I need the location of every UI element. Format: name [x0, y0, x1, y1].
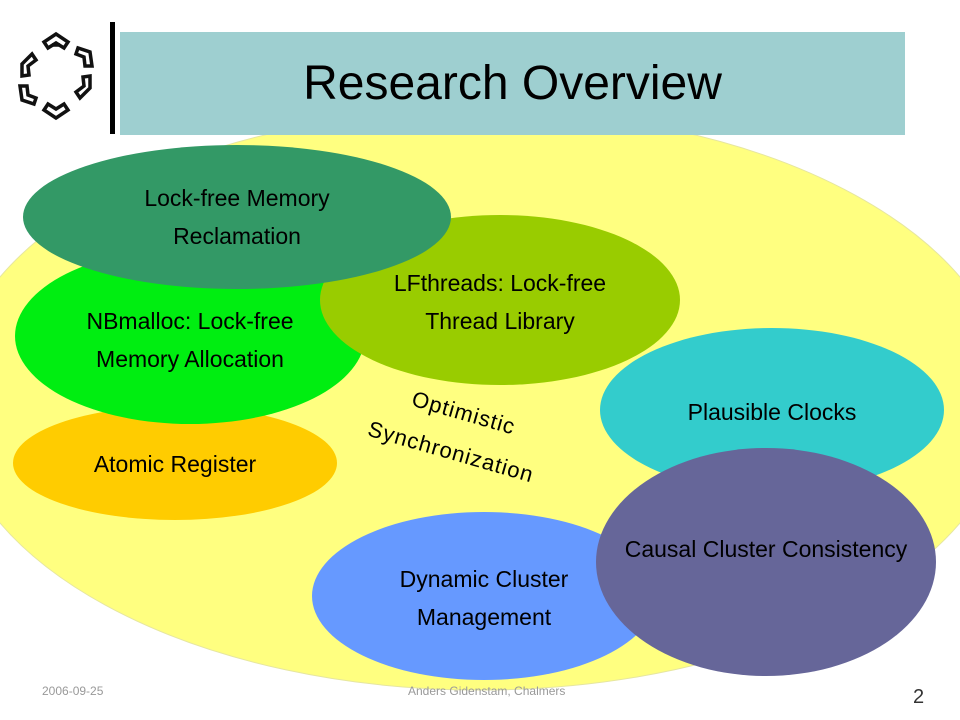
lock-free-memory-ellipse — [23, 145, 451, 289]
causal-cluster-label: Causal Cluster Consistency — [624, 536, 908, 562]
atomic-register-label: Atomic Register — [93, 451, 257, 477]
nbmalloc-ellipse — [15, 248, 365, 424]
lock-free-memory-label: Lock-free Memory Reclamation — [144, 185, 330, 249]
page-number: 2 — [913, 686, 925, 708]
dynamic-cluster-ellipse — [312, 512, 656, 680]
nbmalloc-label: NBmalloc: Lock-free Memory Allocation — [86, 308, 294, 372]
plausible-clocks-ellipse — [600, 328, 944, 492]
title-divider — [110, 22, 115, 134]
dynamic-cluster-label: Dynamic Cluster Management — [399, 566, 569, 630]
atomic-register-ellipse — [13, 406, 337, 520]
footer-author: Anders Gidenstam, Chalmers — [408, 684, 566, 698]
slide-title: Research Overview — [303, 57, 722, 110]
causal-cluster-ellipse — [596, 448, 936, 676]
chalmers-logo-icon — [17, 31, 95, 121]
lfthreads-label: LFthreads: Lock-free Thread Library — [393, 270, 607, 334]
plausible-clocks-label: Plausible Clocks — [687, 399, 857, 425]
title-band — [120, 32, 905, 135]
footer-date: 2006-09-25 — [42, 684, 104, 698]
